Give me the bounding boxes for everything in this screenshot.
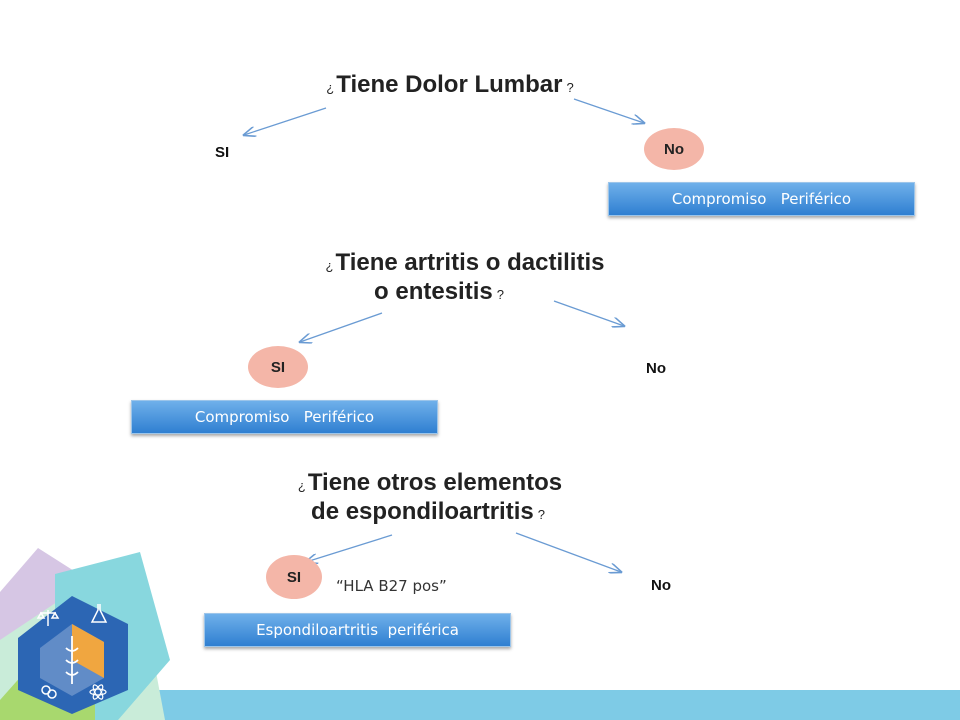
answer-q2-no: No	[646, 360, 666, 377]
question-text-line-2: de espondiloartritis	[311, 498, 534, 525]
arrow-q3-no	[515, 532, 621, 572]
arrow-q2-no	[553, 300, 624, 326]
link-icon	[41, 685, 57, 699]
question-text-line-1: Tiene otros elementos	[307, 469, 563, 496]
question-dolor-lumbar: ¿Tiene Dolor Lumbar?	[300, 72, 600, 101]
caduceus-icon	[65, 636, 79, 684]
question-text: Tiene Dolor Lumbar	[336, 71, 563, 98]
question-open-mark: ¿	[326, 80, 335, 95]
question-otros-elementos: ¿Tiene otros elementos de espondiloartri…	[260, 470, 600, 528]
question-open-mark: ¿	[297, 478, 306, 493]
answer-q1-yes: SI	[215, 144, 230, 161]
balance-scale-icon	[36, 610, 60, 626]
question-text-line-1: Tiene artritis o dactilitis	[335, 249, 605, 276]
question-line-2: o entesitis?	[228, 279, 650, 308]
arrow-q3-yes	[306, 534, 393, 562]
answer-q1-no-bubble: No	[644, 128, 704, 170]
arrow-q1-no	[573, 98, 644, 123]
atom-icon	[89, 684, 107, 700]
question-close-mark: ?	[496, 287, 504, 302]
question-line-2: de espondiloartritis?	[256, 499, 600, 528]
result-espondiloartritis-periferica: Espondiloartritis periférica	[204, 613, 511, 647]
question-open-mark: ¿	[325, 258, 334, 273]
result-compromiso-periferico-2: Compromiso Periférico	[131, 400, 438, 434]
question-artritis: ¿Tiene artritis o dactilitis o entesitis…	[280, 250, 650, 308]
result-compromiso-periferico-1: Compromiso Periférico	[608, 182, 915, 216]
flask-icon	[90, 604, 108, 623]
answer-q2-yes-bubble: SI	[248, 346, 308, 388]
question-close-mark: ?	[537, 507, 545, 522]
note-hla-b27: “HLA B27 pos”	[336, 577, 447, 595]
question-close-mark: ?	[566, 80, 574, 95]
question-text-line-2: o entesitis	[374, 278, 493, 305]
question-line-1: ¿Tiene otros elementos	[260, 470, 600, 499]
arrow-q1-yes	[244, 107, 327, 135]
question-line-1: ¿Tiene artritis o dactilitis	[280, 250, 650, 279]
logo	[0, 548, 170, 720]
answer-q3-yes-bubble: SI	[266, 555, 322, 599]
answer-q3-no: No	[651, 577, 671, 594]
arrow-q2-yes	[300, 312, 383, 342]
